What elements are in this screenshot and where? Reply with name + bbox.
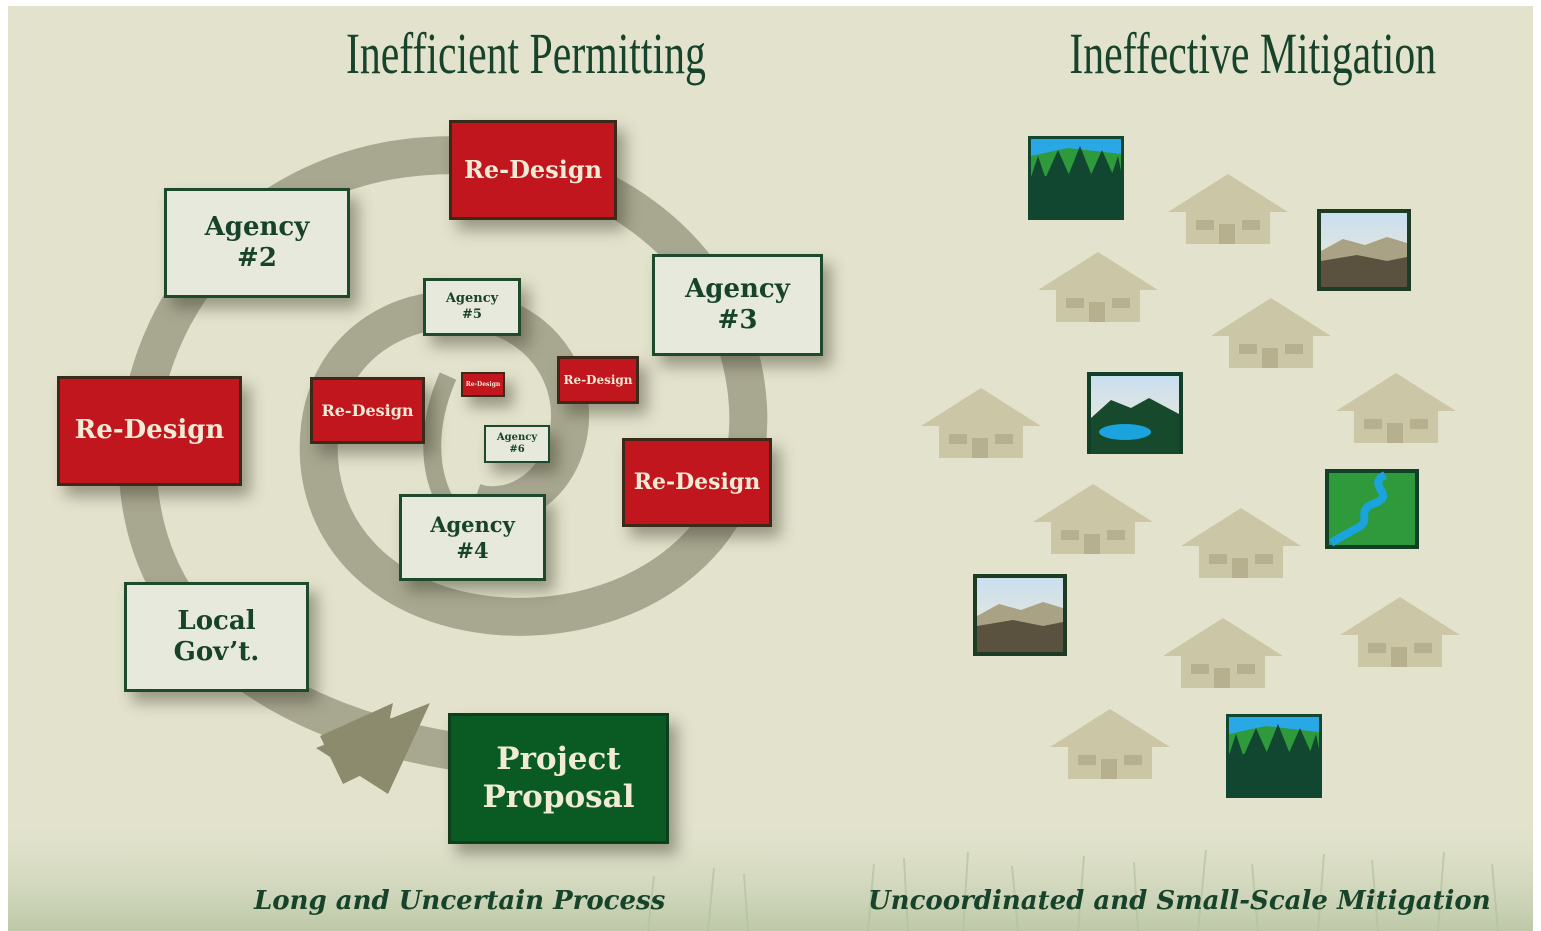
left-panel-title: Inefficient Permitting xyxy=(345,21,706,86)
agency-6-box: Agency #6 xyxy=(484,425,550,463)
agency-4-box: Agency #4 xyxy=(399,494,546,581)
redesign-box: Re-Design xyxy=(557,356,639,404)
agency-3-box: Agency #3 xyxy=(652,254,823,356)
house-icon xyxy=(1211,298,1331,368)
agency-2-label: Agency #2 xyxy=(204,211,310,273)
lake-icon xyxy=(1087,372,1183,454)
house-icon xyxy=(1336,373,1456,443)
house-icon xyxy=(1163,618,1283,688)
mountain-icon xyxy=(1317,209,1411,291)
local-govt-label: Local Gov’t. xyxy=(173,605,260,667)
redesign-label: Re-Design xyxy=(74,415,225,446)
house-icon xyxy=(1168,174,1288,244)
diagram-canvas: Inefficient Permitting Ineffective Mitig… xyxy=(8,6,1533,931)
house-icon xyxy=(1050,709,1170,779)
redesign-box: Re-Design xyxy=(449,120,617,220)
redesign-box: Re-Design xyxy=(57,376,242,486)
redesign-box: Re-Design xyxy=(622,438,772,527)
agency-5-label: Agency #5 xyxy=(445,291,499,322)
project-proposal-box: Project Proposal xyxy=(448,713,669,844)
mountain-icon xyxy=(973,574,1067,656)
redesign-label: Re-Design xyxy=(465,380,501,388)
agency-4-label: Agency #4 xyxy=(430,512,515,563)
agency-5-box: Agency #5 xyxy=(423,278,521,336)
house-icon xyxy=(1340,597,1460,667)
redesign-box: Re-Design xyxy=(310,377,425,444)
redesign-box: Re-Design xyxy=(461,372,505,397)
river-icon xyxy=(1325,469,1419,549)
house-icon xyxy=(1038,252,1158,322)
forest-icon xyxy=(1226,714,1322,798)
right-panel-caption: Uncoordinated and Small-Scale Mitigation xyxy=(868,886,1491,916)
house-icon xyxy=(1181,508,1301,578)
house-icon xyxy=(1033,484,1153,554)
left-panel-caption: Long and Uncertain Process xyxy=(254,886,666,916)
grass-decoration xyxy=(8,826,1533,931)
local-govt-box: Local Gov’t. xyxy=(124,582,309,692)
agency-6-label: Agency #6 xyxy=(496,432,538,455)
redesign-label: Re-Design xyxy=(563,372,633,387)
redesign-label: Re-Design xyxy=(633,469,761,496)
project-proposal-label: Project Proposal xyxy=(482,741,635,815)
agency-2-box: Agency #2 xyxy=(164,188,350,298)
redesign-label: Re-Design xyxy=(321,400,414,420)
right-panel-title: Ineffective Mitigation xyxy=(1069,21,1437,86)
house-icon xyxy=(921,388,1041,458)
agency-3-label: Agency #3 xyxy=(685,273,790,335)
redesign-label: Re-Design xyxy=(463,154,603,184)
forest-icon xyxy=(1028,136,1124,220)
